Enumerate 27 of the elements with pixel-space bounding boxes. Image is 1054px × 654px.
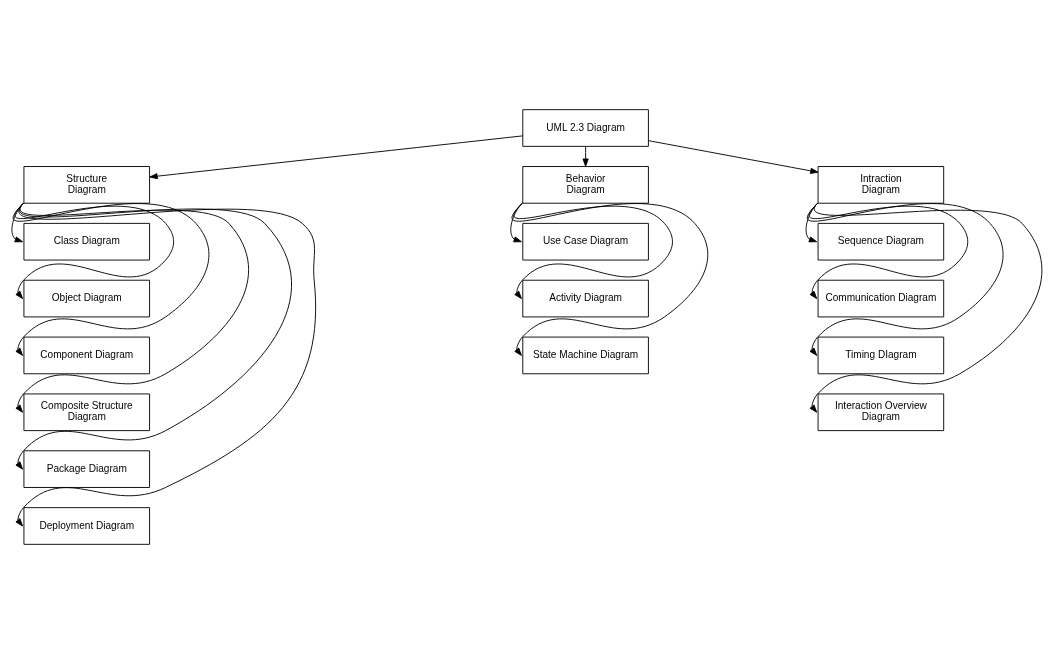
node-box: Timing DIagram — [817, 336, 945, 375]
node-box: Behavior Diagram — [522, 166, 649, 204]
node-box: Sequence Diagram — [817, 222, 945, 261]
arrow — [15, 202, 292, 470]
node-box: Deployment Diagram — [23, 507, 151, 545]
arrow — [807, 202, 1004, 356]
node-box: Composite Structure Diagram — [23, 393, 151, 432]
node-box: Interaction Overview Diagram — [817, 393, 945, 432]
arrow — [512, 202, 709, 356]
node-box: Structure Diagram — [23, 166, 151, 204]
node-box: Activity Diagram — [522, 279, 649, 318]
node-box: Communication Diagram — [817, 279, 945, 318]
arrow — [149, 135, 524, 180]
node-box: Package Diagram — [23, 450, 151, 488]
node-box: State Machine Diagram — [522, 336, 649, 375]
node-box: Intraction Diagram — [817, 166, 945, 204]
arrow — [582, 146, 589, 167]
arrow — [809, 202, 1043, 413]
arrow — [15, 202, 317, 527]
arrow — [13, 202, 210, 356]
node-box: Use Case Diagram — [522, 222, 649, 261]
node-box: UML 2.3 Diagram — [522, 109, 649, 147]
node-box: Class Diagram — [23, 222, 151, 261]
arrow — [15, 202, 249, 413]
node-box: Component Diagram — [23, 336, 151, 375]
node-box: Object Diagram — [23, 279, 151, 318]
arrow — [648, 140, 819, 174]
